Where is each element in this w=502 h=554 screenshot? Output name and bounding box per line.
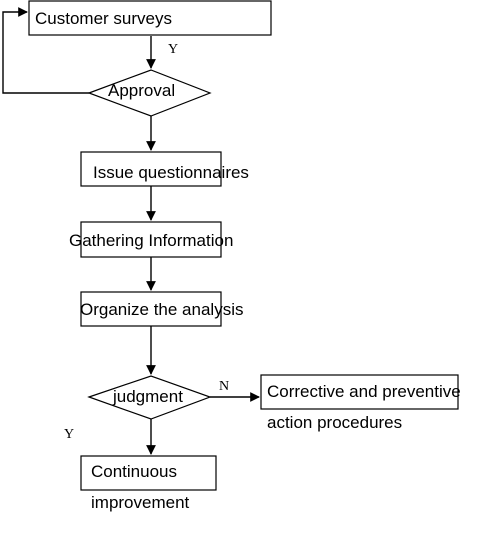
node-organize-analysis — [80, 291, 222, 327]
node-approval-label: Approval — [108, 81, 175, 100]
node-issue-questionnaires — [80, 151, 222, 187]
node-gathering-information — [80, 221, 222, 258]
node-corrective-label-line2: action procedures — [267, 413, 402, 432]
edge-label-judgment-no: N — [219, 379, 229, 394]
node-organize-analysis-label: Organize the analysis — [80, 300, 243, 319]
node-continuous-label-line2: improvement — [91, 493, 190, 512]
node-judgment-label: judgment — [112, 387, 183, 406]
node-continuous-improvement — [80, 455, 217, 491]
node-customer-surveys-label: Customer surveys — [35, 9, 172, 28]
node-continuous-label-line1: Continuous — [91, 462, 177, 481]
arrow-approval-loop-back — [2, 7, 89, 94]
node-issue-questionnaires-label: Issue questionnaires — [93, 163, 249, 182]
edge-label-approval-yes: Y — [168, 42, 178, 57]
node-corrective-label-line1: Corrective and preventive — [267, 382, 461, 401]
node-corrective-preventive — [260, 374, 459, 410]
node-approval — [87, 69, 212, 117]
node-gathering-information-label: Gathering Information — [69, 231, 233, 250]
node-customer-surveys — [28, 0, 272, 36]
edge-label-judgment-yes: Y — [64, 427, 74, 442]
node-judgment — [87, 375, 212, 420]
